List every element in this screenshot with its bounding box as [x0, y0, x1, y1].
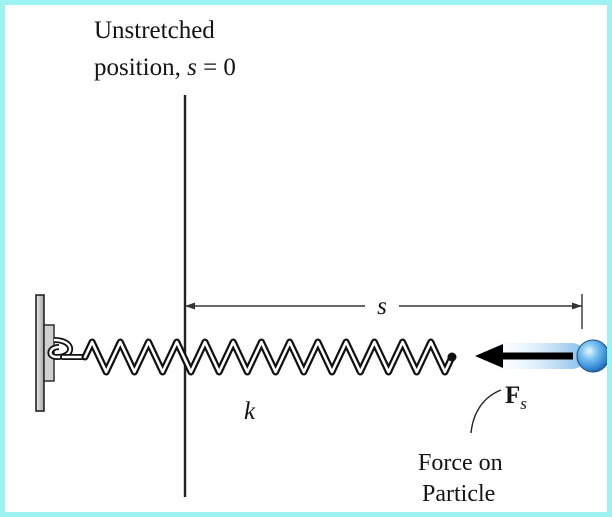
force-caption-line2: Particle [422, 481, 495, 507]
force-arrow-icon [475, 344, 573, 368]
spring-diagram: Unstretched position, s = 0 s [35, 17, 607, 507]
wall-support-icon [35, 294, 88, 412]
spring-constant-label: k [244, 398, 256, 425]
spring-coil-icon [81, 338, 457, 376]
displacement-dimension [185, 294, 583, 329]
force-label: Fs [505, 382, 527, 413]
force-caption-line1: Force on [418, 450, 503, 476]
unstretched-label-line1: Unstretched [94, 17, 215, 44]
displacement-label: s [377, 293, 387, 320]
particle-sphere-icon [576, 339, 607, 373]
force-caption-leader [470, 389, 502, 434]
unstretched-label-line2: position, s = 0 [94, 54, 236, 81]
